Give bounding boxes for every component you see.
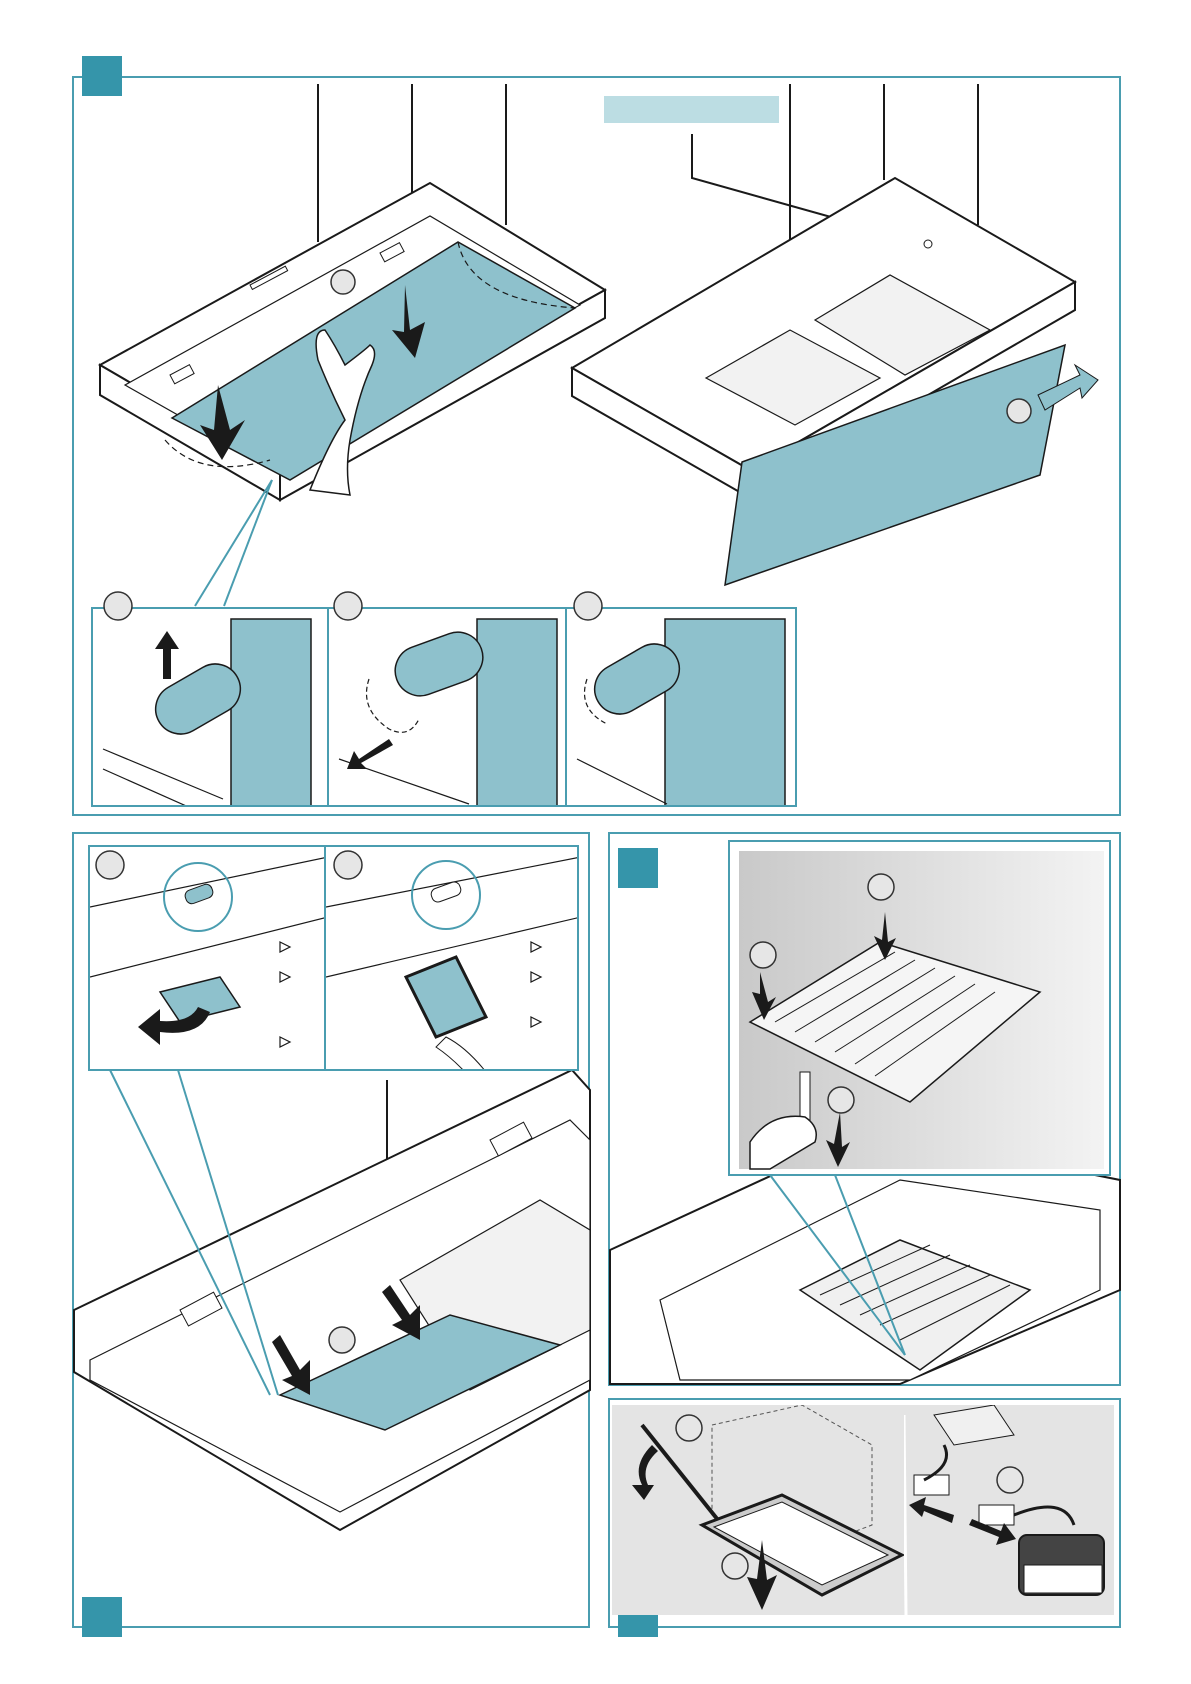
arrow-curved-icon — [632, 1445, 658, 1500]
plug-icon — [979, 1505, 1014, 1525]
charcoal-detail-panel — [728, 840, 1111, 1176]
plug-icon — [914, 1475, 949, 1495]
arrow-left-icon — [909, 1497, 954, 1523]
screwdriver-icon — [642, 1425, 722, 1525]
lower-detail-panel-1 — [612, 1405, 904, 1615]
lower-detail-panel-2 — [904, 1405, 1114, 1615]
